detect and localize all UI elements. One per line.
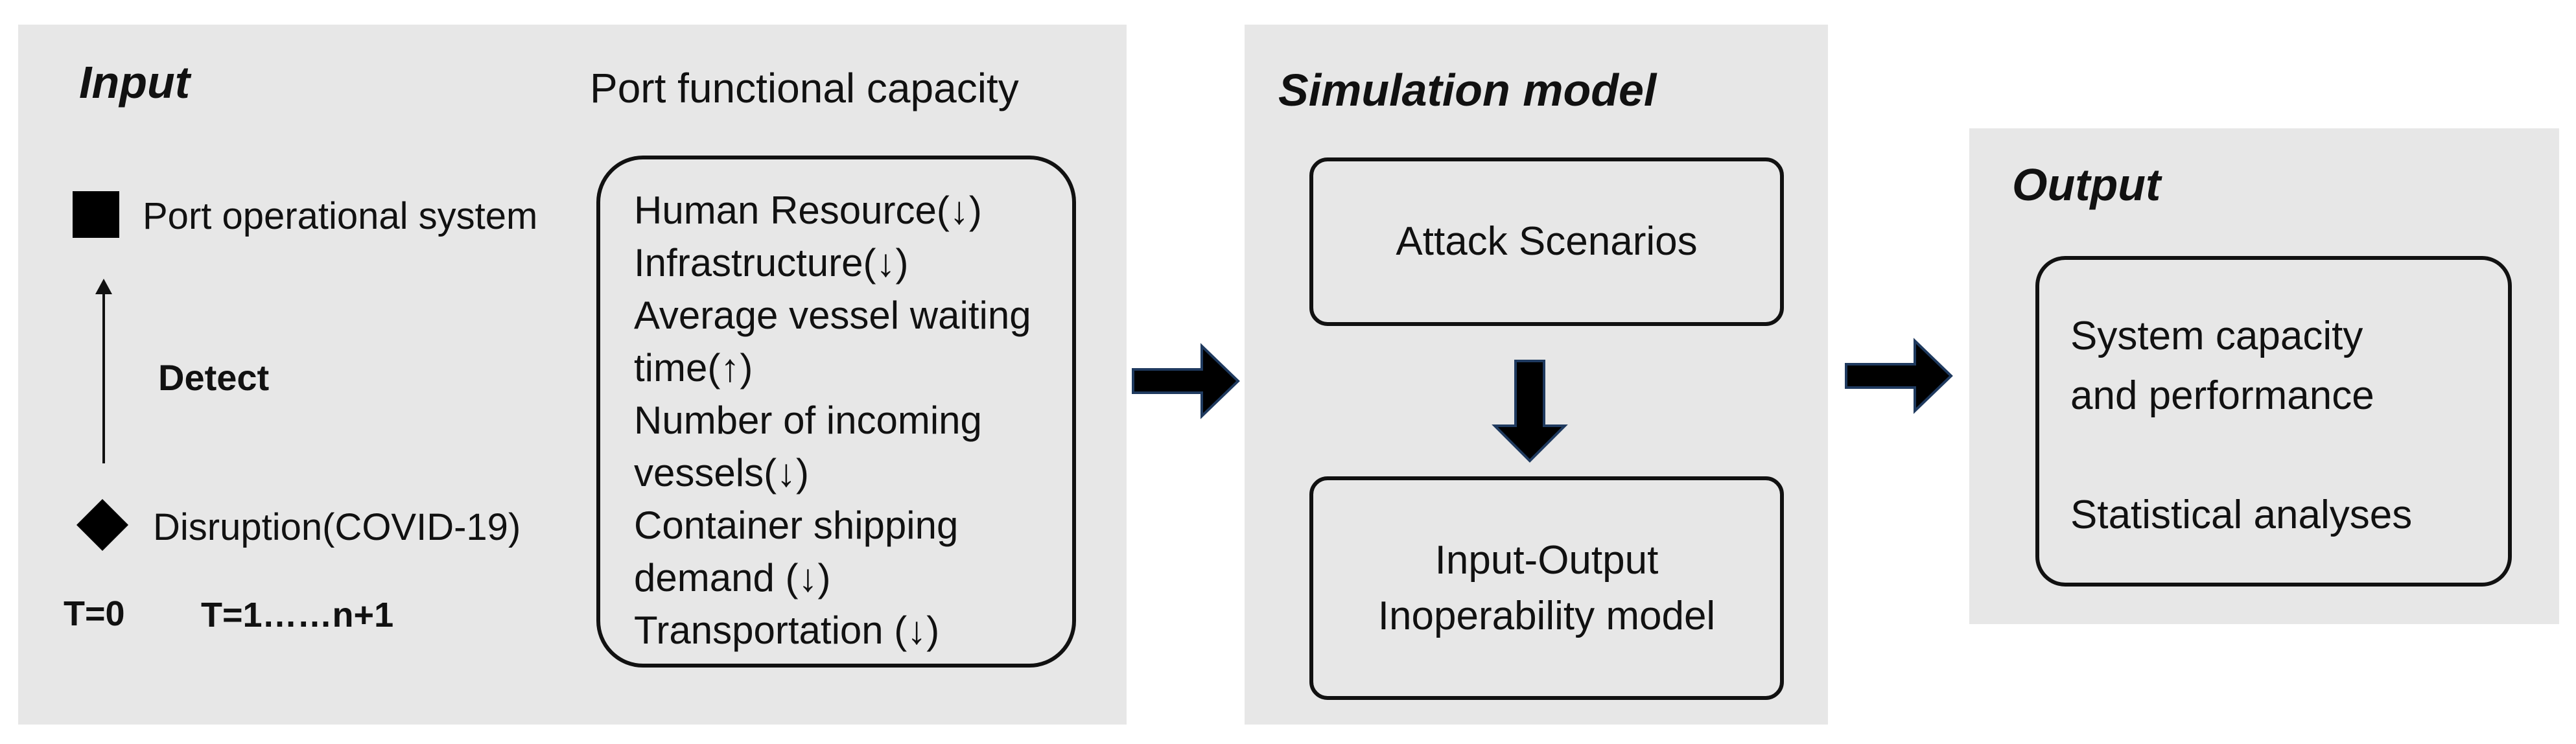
capacity-box: Human Resource(↓) Infrastructure(↓) Aver… [596, 156, 1076, 668]
capacity-item: Number of incoming [634, 399, 982, 442]
output-line: Statistical analyses [2070, 493, 2413, 537]
simulation-heading: Simulation model [1278, 65, 1657, 115]
operational-system-label: Port operational system [143, 195, 538, 237]
io-model-box: Input-Output Inoperability model [1309, 476, 1784, 700]
disruption-diamond-icon [76, 499, 128, 551]
capacity-title: Port functional capacity [590, 65, 1019, 111]
operational-square-icon [73, 191, 119, 238]
disruption-label: Disruption(COVID-19) [153, 506, 521, 548]
io-model-line2: Inoperability model [1377, 593, 1716, 638]
io-model-line1: Input-Output [1434, 537, 1659, 583]
detect-label: Detect [158, 357, 270, 398]
attack-scenarios-box: Attack Scenarios [1309, 157, 1784, 326]
simulation-to-output-arrow-icon [1845, 338, 1953, 414]
capacity-item: time(↑) [634, 346, 753, 389]
time-range-label: T=1……n+1 [201, 596, 394, 634]
capacity-item: demand (↓) [634, 556, 831, 599]
input-to-simulation-arrow-icon [1132, 343, 1240, 419]
input-heading: Input [79, 57, 191, 108]
capacity-item: Transportation (↓) [634, 609, 940, 652]
output-box: System capacity and performance Statisti… [2035, 256, 2512, 587]
attack-scenarios-label: Attack Scenarios [1396, 219, 1698, 264]
output-heading: Output [2012, 159, 2161, 210]
attack-to-io-down-arrow-icon [1492, 360, 1568, 463]
capacity-item: Human Resource(↓) [634, 189, 982, 232]
capacity-item: Container shipping [634, 504, 959, 547]
capacity-item: Infrastructure(↓) [634, 241, 909, 285]
capacity-item: Average vessel waiting [634, 294, 1031, 337]
detect-up-arrow-icon [95, 279, 112, 463]
output-line: and performance [2070, 373, 2374, 418]
output-line: System capacity [2070, 314, 2363, 358]
capacity-item: vessels(↓) [634, 451, 810, 494]
time-start-label: T=0 [64, 594, 125, 633]
